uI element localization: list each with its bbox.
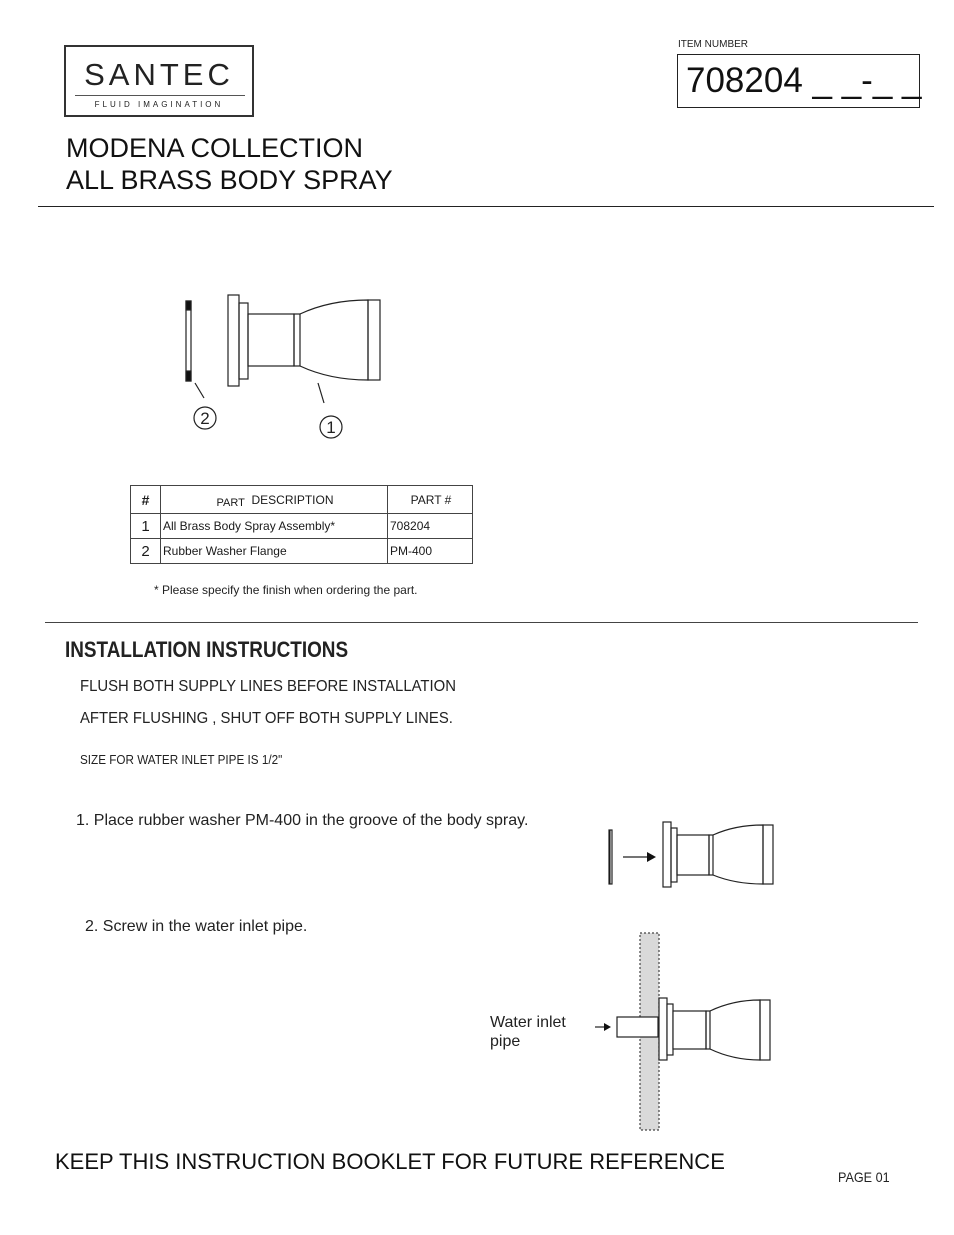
logo-name: SANTEC <box>84 57 234 92</box>
step1-diagram <box>608 821 774 888</box>
rubber-washer-drawing <box>185 300 192 382</box>
installation-title: INSTALLATION INSTRUCTIONS <box>65 637 349 662</box>
pipe-label-line1: Water inlet <box>490 1014 566 1031</box>
finish-footnote: * Please specify the finish when orderin… <box>154 583 418 597</box>
water-inlet-pipe-label: Water inlet pipe <box>490 1013 590 1051</box>
step-1-text: 1. Place rubber washer PM-400 in the gro… <box>76 812 529 829</box>
table-header-row: # PART DESCRIPTION PART # <box>130 485 473 514</box>
pipe-size-note: SIZE FOR WATER INLET PIPE IS 1/2" <box>80 752 283 767</box>
callout-1-circle <box>319 415 343 439</box>
callout-2-label: 2 <box>200 409 209 428</box>
flush-instruction: FLUSH BOTH SUPPLY LINES BEFORE INSTALLAT… <box>80 678 456 695</box>
step-2-text: 2. Screw in the water inlet pipe. <box>85 918 308 935</box>
header-divider <box>38 206 934 207</box>
pipe-label-line2: pipe <box>490 1033 521 1050</box>
page-number: PAGE 01 <box>838 1169 890 1185</box>
logo-divider <box>75 95 245 96</box>
header-desc-prefix: PART <box>216 496 245 509</box>
header-desc: DESCRIPTION <box>251 492 334 507</box>
callout-1-label: 1 <box>326 418 335 437</box>
row-num: 1 <box>130 513 161 539</box>
header-part-number: PART # <box>387 485 473 514</box>
step2-diagram <box>595 932 771 1131</box>
logo-tagline: FLUID IMAGINATION <box>94 100 224 109</box>
callout-2-circle <box>193 406 217 430</box>
item-number-box: 708204 _ _-_ _ <box>677 54 922 108</box>
row-part: 708204 <box>387 513 473 539</box>
body-spray-drawing <box>227 294 381 387</box>
row-desc: All Brass Body Spray Assembly* <box>160 513 388 539</box>
keep-booklet-notice: KEEP THIS INSTRUCTION BOOKLET FOR FUTURE… <box>55 1149 725 1174</box>
water-inlet-pipe <box>616 1016 659 1038</box>
table-row: 1 All Brass Body Spray Assembly* 708204 <box>130 513 473 539</box>
row-num: 2 <box>130 538 161 564</box>
product-title: ALL BRASS BODY SPRAY <box>66 165 393 195</box>
table-row: 2 Rubber Washer Flange PM-400 <box>130 538 473 564</box>
santec-logo: SANTEC FLUID IMAGINATION <box>64 45 254 117</box>
row-desc: Rubber Washer Flange <box>160 538 388 564</box>
item-number-value: 708204 _ _-_ _ <box>686 61 922 100</box>
header-num: # <box>130 485 161 514</box>
row-part: PM-400 <box>387 538 473 564</box>
parts-table: # PART DESCRIPTION PART # 1 All Brass Bo… <box>130 485 473 564</box>
item-number-label: ITEM NUMBER <box>678 39 748 50</box>
shutoff-instruction: AFTER FLUSHING , SHUT OFF BOTH SUPPLY LI… <box>80 710 453 727</box>
section-divider <box>45 622 918 623</box>
header-description: PART DESCRIPTION <box>160 485 388 514</box>
collection-title: MODENA COLLECTION <box>66 133 364 163</box>
